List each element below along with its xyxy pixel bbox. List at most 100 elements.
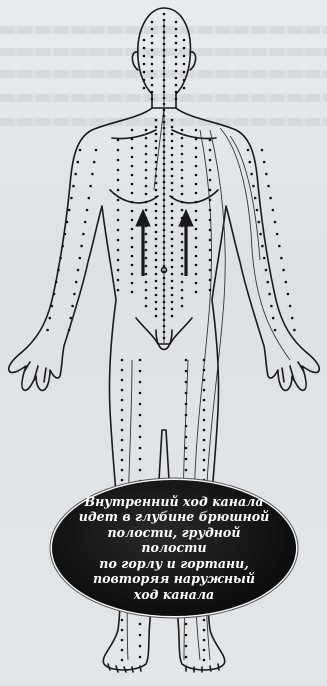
acupuncture-point bbox=[171, 287, 174, 290]
acupuncture-point bbox=[151, 70, 154, 73]
acupuncture-point bbox=[171, 147, 174, 150]
acupuncture-point bbox=[155, 175, 158, 178]
acupuncture-point bbox=[84, 221, 87, 224]
acupuncture-point bbox=[254, 197, 257, 200]
acupuncture-point bbox=[121, 449, 124, 452]
acupuncture-point bbox=[121, 629, 124, 632]
acupuncture-point bbox=[163, 325, 166, 328]
acupuncture-point bbox=[155, 217, 158, 220]
acupuncture-point bbox=[175, 28, 178, 31]
acupuncture-point bbox=[163, 187, 166, 190]
acupuncture-point bbox=[139, 447, 142, 450]
acupuncture-point bbox=[203, 619, 206, 622]
acupuncture-point bbox=[163, 13, 166, 16]
acupuncture-point bbox=[185, 359, 188, 362]
acupuncture-point bbox=[117, 169, 120, 172]
acupuncture-point bbox=[139, 645, 142, 648]
acupuncture-point bbox=[185, 447, 188, 450]
acupuncture-point bbox=[131, 165, 134, 168]
acupuncture-point bbox=[171, 259, 174, 262]
acupuncture-point bbox=[145, 169, 148, 172]
acupuncture-point bbox=[155, 287, 158, 290]
acupuncture-point bbox=[171, 315, 174, 318]
acupuncture-point bbox=[171, 308, 174, 311]
acupuncture-point bbox=[181, 129, 184, 132]
acupuncture-point bbox=[151, 91, 154, 94]
acupuncture-point bbox=[195, 174, 198, 177]
acupuncture-point bbox=[163, 319, 166, 322]
acupuncture-point bbox=[53, 293, 56, 296]
acupuncture-point bbox=[155, 168, 158, 171]
acupuncture-point bbox=[117, 239, 120, 242]
acupuncture-point bbox=[209, 249, 212, 252]
acupuncture-point bbox=[66, 221, 69, 224]
acupuncture-point bbox=[183, 71, 186, 74]
acupuncture-point bbox=[151, 49, 154, 52]
acupuncture-point bbox=[171, 182, 174, 185]
acupuncture-point bbox=[80, 245, 83, 248]
acupuncture-point bbox=[155, 210, 158, 213]
acupuncture-point bbox=[293, 329, 296, 332]
acupuncture-point bbox=[181, 145, 184, 148]
acupuncture-point bbox=[171, 196, 174, 199]
acupuncture-point bbox=[163, 193, 166, 196]
acupuncture-point bbox=[175, 91, 178, 94]
acupuncture-point bbox=[145, 209, 148, 212]
acupuncture-point bbox=[117, 249, 120, 252]
acupuncture-point bbox=[181, 217, 184, 220]
acupuncture-point bbox=[289, 305, 292, 308]
acupuncture-point bbox=[185, 414, 188, 417]
acupuncture-point bbox=[163, 25, 166, 28]
acupuncture-point bbox=[91, 173, 94, 176]
acupuncture-point bbox=[171, 189, 174, 192]
acupuncture-point bbox=[181, 265, 184, 268]
acupuncture-point bbox=[57, 269, 60, 272]
acupuncture-point bbox=[131, 147, 134, 150]
acupuncture-point bbox=[139, 469, 142, 472]
acupuncture-point bbox=[71, 305, 74, 308]
acupuncture-point bbox=[175, 56, 178, 59]
acupuncture-point bbox=[203, 629, 206, 632]
acupuncture-point bbox=[175, 63, 178, 66]
acupuncture-point bbox=[249, 161, 252, 164]
acupuncture-point bbox=[163, 49, 166, 52]
acupuncture-point bbox=[121, 619, 124, 622]
acupuncture-point bbox=[155, 273, 158, 276]
acupuncture-point bbox=[143, 47, 146, 50]
acupuncture-point bbox=[163, 157, 166, 160]
acupuncture-point bbox=[195, 219, 198, 222]
acupuncture-point bbox=[121, 469, 124, 472]
acupuncture-point bbox=[145, 153, 148, 156]
acupuncture-point bbox=[203, 389, 206, 392]
acupuncture-point bbox=[278, 245, 281, 248]
acupuncture-point bbox=[68, 209, 71, 212]
acupuncture-point bbox=[155, 280, 158, 283]
acupuncture-point bbox=[163, 61, 166, 64]
acupuncture-point bbox=[139, 425, 142, 428]
acupuncture-point bbox=[117, 259, 120, 262]
acupuncture-point bbox=[181, 297, 184, 300]
acupuncture-point bbox=[163, 271, 166, 274]
acupuncture-point bbox=[139, 403, 142, 406]
acupuncture-point bbox=[151, 98, 154, 101]
acupuncture-point bbox=[280, 257, 283, 260]
acupuncture-point bbox=[95, 149, 98, 152]
acupuncture-point bbox=[55, 281, 58, 284]
caption-text: Внутренний ход канала идет в глубине брю… bbox=[74, 494, 274, 602]
acupuncture-point bbox=[145, 193, 148, 196]
acupuncture-point bbox=[131, 246, 134, 249]
acupuncture-point bbox=[131, 138, 134, 141]
acupuncture-point bbox=[163, 85, 166, 88]
acupuncture-point bbox=[131, 210, 134, 213]
acupuncture-point bbox=[139, 634, 142, 637]
acupuncture-point bbox=[203, 479, 206, 482]
acupuncture-point bbox=[203, 639, 206, 642]
acupuncture-point bbox=[171, 252, 174, 255]
acupuncture-point bbox=[155, 266, 158, 269]
acupuncture-point bbox=[185, 392, 188, 395]
acupuncture-point bbox=[155, 252, 158, 255]
acupuncture-point bbox=[117, 179, 120, 182]
acupuncture-point bbox=[131, 255, 134, 258]
acupuncture-point bbox=[131, 183, 134, 186]
